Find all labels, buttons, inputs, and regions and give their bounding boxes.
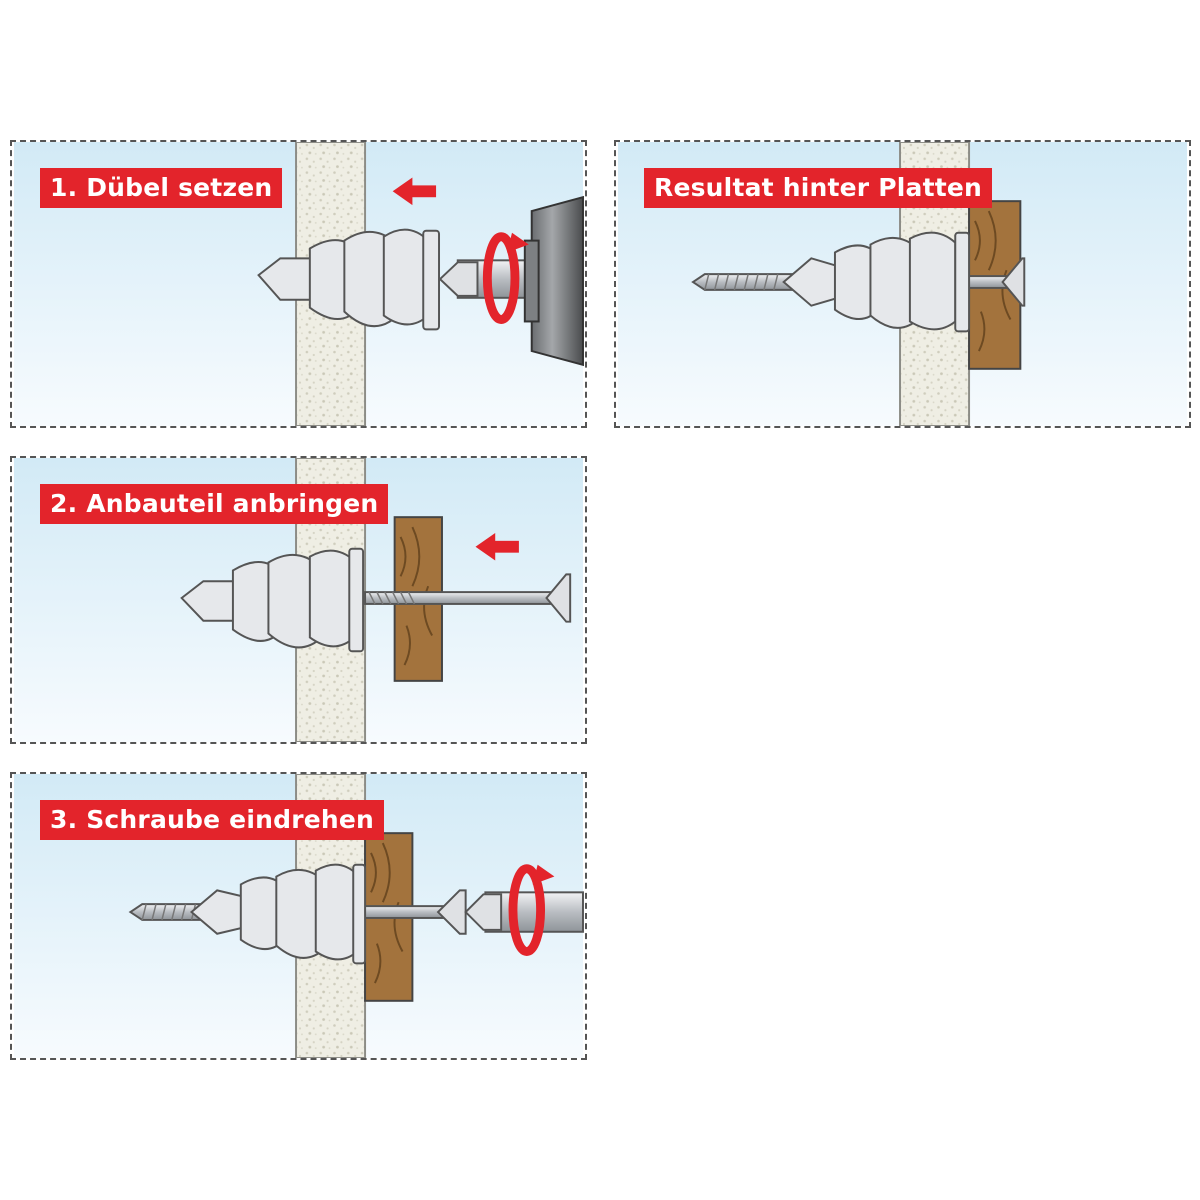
rotation-arrow-icon [508, 864, 555, 956]
step-2-panel: 2. Anbauteil anbringen [10, 456, 587, 744]
rotation-arrow-icon [482, 232, 529, 324]
step-1-illustration [14, 142, 584, 426]
anchor-icon [180, 547, 365, 653]
step-2-title: 2. Anbauteil anbringen [40, 484, 389, 524]
screw-icon [364, 573, 572, 623]
push-arrow-icon [475, 532, 519, 561]
push-arrow-icon [392, 177, 437, 206]
anchor-icon [257, 228, 441, 331]
step-1-title: 1. Dübel setzen [40, 168, 283, 208]
drill-chuck-icon [523, 195, 584, 367]
anchor-icon [189, 863, 367, 965]
step-3-title: 3. Schraube eindrehen [40, 800, 385, 840]
step-1-panel: 1. Dübel setzen [10, 140, 587, 428]
screwdriver-bit-icon [464, 891, 584, 933]
result-title: Resultat hinter Platten [644, 168, 993, 208]
step-3-panel: 3. Schraube eindrehen [10, 772, 587, 1060]
anchor-icon [782, 231, 971, 333]
result-panel: Resultat hinter Platten [614, 140, 1191, 428]
